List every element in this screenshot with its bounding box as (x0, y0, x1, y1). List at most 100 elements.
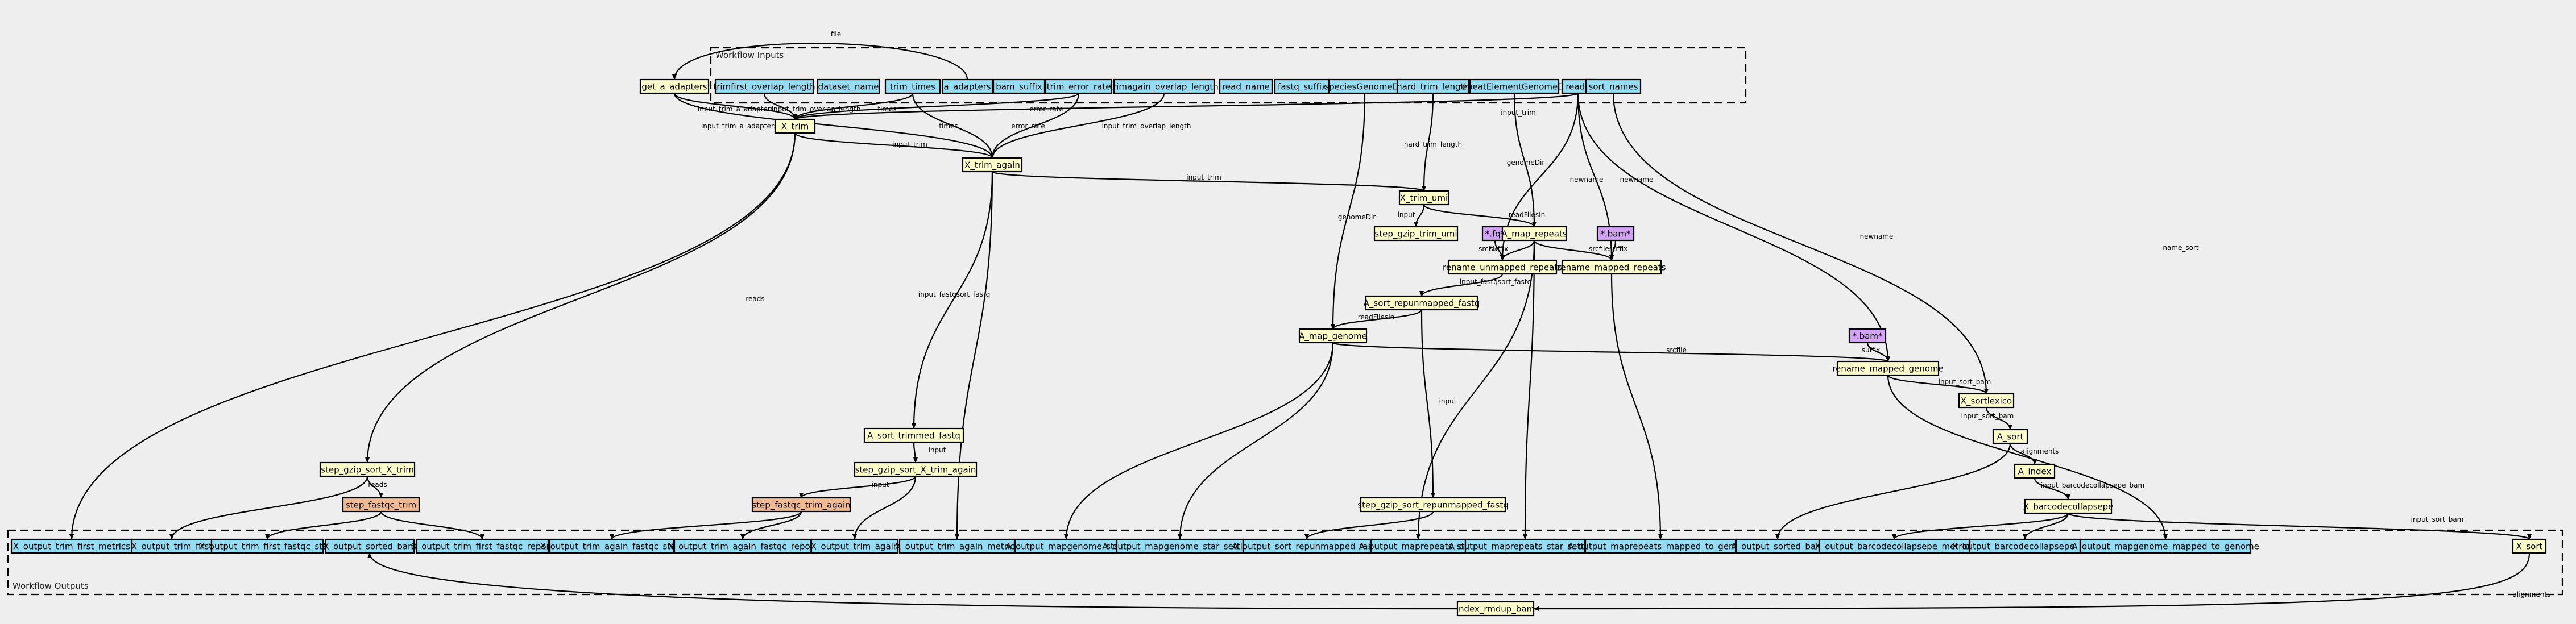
step-node-A-sort[interactable]: A_sort (1992, 429, 2028, 444)
step-node-step-gzip-sort-repunmapped-fastq[interactable]: step_gzip_sort_repunmapped_fastq (1357, 497, 1509, 513)
step-node-step-gzip-trim-umi[interactable]: step_gzip_trim_umi (1373, 226, 1459, 242)
step-node-X-trim[interactable]: X_trim (774, 118, 816, 134)
step-node-index-rmdup-bam[interactable]: index_rmdup_bam (1456, 601, 1535, 617)
input-node-speciesGenomeDir[interactable]: speciesGenomeDir (1324, 78, 1405, 94)
step-node-label: A_sort_repunmapped_fastq (1364, 298, 1480, 309)
file-node-bam-const-2[interactable]: *.bam* (1848, 328, 1887, 344)
input-node-read-name[interactable]: read_name (1219, 78, 1273, 94)
output-node-o-trim-first-fastqc-stats[interactable]: X_output_trim_first_fastqc_stats (199, 538, 336, 554)
edge-bam_const_1-to-rename_mapped_repeats (1609, 240, 1617, 261)
input-node-label: hard_trim_length (1397, 82, 1469, 93)
edge-label: reads (746, 295, 764, 303)
step-node-step-fastqc-trim-again[interactable]: step_fastqc_trim_again (751, 497, 851, 513)
input-node-box (941, 78, 993, 94)
step-node-rename-unmapped-repeats[interactable]: rename_unmapped_repeats (1443, 259, 1562, 275)
output-node-o-trim-first-metrics[interactable]: X_output_trim_first_metrics (10, 538, 133, 554)
step-node-A-index[interactable]: A_index (2014, 463, 2056, 479)
step-node-A-map-genome[interactable]: A_map_genome (1298, 328, 1368, 344)
edge-A_map_genome-to-rename_mapped_genome (1332, 342, 1890, 363)
edge-label: input (929, 446, 946, 454)
output-node-o-barcodecollapsepe-metrics[interactable]: X_output_barcodecollapsepe_metrics (1815, 538, 1974, 554)
input-node-fastq-suffix[interactable]: fastq_suffix (1274, 78, 1331, 94)
step-node-rename-mapped-genome[interactable]: rename_mapped_genome (1832, 360, 1944, 376)
edge-label: readFilesIn (1509, 211, 1546, 219)
output-node-o-sorted-bam-x[interactable]: X_output_sorted_bam (323, 538, 416, 554)
output-node-label: A_output_maprepeats_stats (1359, 542, 1478, 552)
step-node-label: get_a_adapters (641, 82, 707, 93)
output-node-o-trim-first[interactable]: X_output_trim_first (131, 538, 213, 554)
output-node-o-maprepeats-star-settings[interactable]: A_output_maprepeats_star_settings (1449, 538, 1602, 554)
edge-label: srcfile (1589, 245, 1609, 253)
edge-hard_trim_length-to-X_trim_umi (1422, 93, 1434, 192)
output-node-box (324, 538, 415, 554)
step-node-X-trim-again[interactable]: X_trim_again (962, 157, 1023, 173)
step-node-X-barcodecollapsepe[interactable]: X_barcodecollapsepe (2023, 498, 2114, 514)
edge-X_barcodecollapsepe-to-X_sort (2067, 512, 2532, 540)
step-node-get-a-adapters[interactable]: get_a_adapters (639, 78, 710, 94)
output-node-o-trim-again[interactable]: X_output_trim_again (811, 538, 899, 554)
step-node-step-gzip-sort-X-trim-again[interactable]: step_gzip_sort_X_trim_again (854, 461, 978, 477)
output-node-label: A_output_maprepeats_star_settings (1449, 542, 1602, 552)
step-node-A-sort-trimmed-fastq[interactable]: A_sort_trimmed_fastq (863, 427, 964, 443)
input-node-sort-names[interactable]: sort_names (1585, 78, 1642, 94)
output-node-o-trim-first-fastqc-report[interactable]: X_output_trim_first_fastqc_report (411, 538, 553, 554)
edge-label: input_trim (892, 140, 927, 148)
step-node-label: A_map_genome (1299, 331, 1367, 342)
output-node-box (549, 538, 675, 554)
edge-X_trim_again-to-o_trim_again_metrics (955, 171, 993, 540)
workflow-outputs-cluster: Workflow Outputs (7, 529, 2563, 596)
output-node-o-sort-repunmapped-fastq[interactable]: A_output_sort_repunmapped_fastq (1232, 538, 1381, 554)
input-node-trim-times[interactable]: trim_times (884, 78, 941, 94)
input-node-trimagain-overlap-length[interactable]: trimagain_overlap_length (1109, 78, 1219, 94)
output-node-o-trim-again-metrics[interactable]: X_output_trim_again_metrics (895, 538, 1019, 554)
file-node-bam-const-1[interactable]: *.bam* (1596, 226, 1635, 242)
edge-label: input_trim_overlap_length (772, 105, 861, 113)
output-node-label: X_output_trim_again_fastqc_stats (540, 542, 684, 552)
step-node-step-gzip-sort-X-trim[interactable]: step_gzip_sort_X_trim (319, 461, 416, 477)
output-node-o-barcodecollapsepe-bam[interactable]: X_output_barcodecollapsepe_bam (1952, 538, 2098, 554)
input-node-bam-suffix[interactable]: bam_suffix (992, 78, 1046, 94)
input-node-repeatElementGenomeDir[interactable]: repeatElementGenomeDir (1459, 78, 1571, 94)
edge-label: file (831, 30, 841, 38)
step-node-box (751, 497, 851, 513)
edge-repeatElementGenomeDir-to-A_map_repeats (1513, 93, 1537, 227)
input-node-box (884, 78, 941, 94)
edge-rename_mapped_genome-to-o_mapgenome_mapped_to_genome (1887, 375, 2168, 540)
input-node-label: trimfirst_overlap_length (713, 82, 815, 93)
output-node-box (1116, 538, 1244, 554)
output-node-o-trim-again-fastqc-stats[interactable]: X_output_trim_again_fastqc_stats (540, 538, 684, 554)
output-node-o-trim-again-fastqc-report[interactable]: X_output_trim_again_fastqc_report (668, 538, 817, 554)
step-node-box (1365, 295, 1478, 311)
step-node-X-sortlexico[interactable]: X_sortlexico (1958, 393, 2015, 409)
step-node-step-fastqc-trim[interactable]: step_fastqc_trim (342, 497, 420, 513)
step-node-rename-mapped-repeats[interactable]: rename_mapped_repeats (1558, 259, 1666, 275)
output-node-label: X_output_trim_first_fastqc_stats (199, 542, 336, 552)
step-node-A-map-repeats[interactable]: A_map_repeats (1501, 226, 1567, 242)
edge-X_trim-to-X_trim_again (794, 132, 995, 159)
input-node-dataset-name[interactable]: dataset_name (817, 78, 880, 94)
input-node-hard-trim-length[interactable]: hard_trim_length (1396, 78, 1470, 94)
edge-step_gzip_sort_repunmapped_fastq-to-o_sort_repunmapped_fastq (1304, 511, 1434, 540)
edge-fq_const-to-rename_unmapped_repeats (1494, 240, 1505, 261)
output-node-o-mapgenome-stats[interactable]: A_output_mapgenome_stats (1005, 538, 1127, 554)
step-node-box (1992, 429, 2028, 444)
step-node-X-trim-umi[interactable]: X_trim_umi (1398, 190, 1449, 206)
input-node-trimfirst-overlap-length[interactable]: trimfirst_overlap_length (713, 78, 815, 94)
step-node-X-sort[interactable]: X_sort (2512, 538, 2547, 554)
step-node-A-sort-repunmapped-fastq[interactable]: A_sort_repunmapped_fastq (1364, 295, 1480, 311)
output-node-label: X_output_trim_first_fastqc_report (411, 542, 553, 552)
input-node-a-adapters[interactable]: a_adapters (941, 78, 993, 94)
output-node-o-maprepeats-stats[interactable]: A_output_maprepeats_stats (1359, 538, 1478, 554)
output-node-o-sorted-bam-a[interactable]: A_output_sorted_bam (1731, 538, 1824, 554)
input-node-label: sort_names (1589, 82, 1638, 93)
output-node-o-mapgenome-star-settings[interactable]: A_output_mapgenome_star_settings (1102, 538, 1258, 554)
input-node-trim-error-rate[interactable]: trim_error_rate (1045, 78, 1113, 94)
edge-A_index-to-X_barcodecollapsepe (2034, 477, 2070, 500)
output-node-o-mapgenome-mapped-to-genome[interactable]: A_output_mapgenome_mapped_to_genome (2072, 538, 2259, 554)
output-node-label: A_output_mapgenome_stats (1005, 542, 1127, 552)
output-node-o-maprepeats-mapped-to-genome[interactable]: A_output_maprepeats_mapped_to_genome (1568, 538, 1753, 554)
step-node-box (639, 78, 710, 94)
output-node-box (1969, 538, 2081, 554)
edge-label: readFilesIn (1358, 313, 1395, 321)
